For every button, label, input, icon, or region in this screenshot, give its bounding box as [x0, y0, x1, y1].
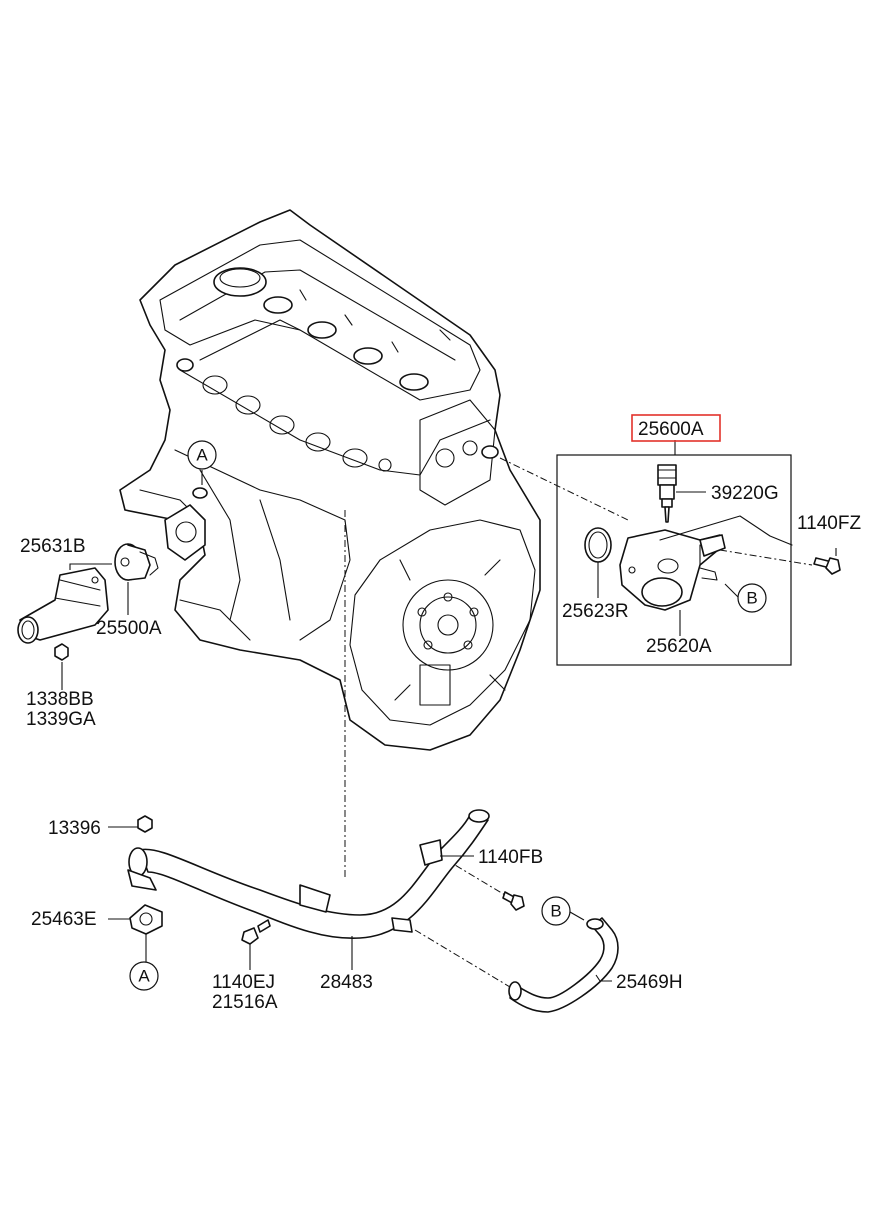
engine-assembly — [119, 209, 541, 751]
part-label-1339ga[interactable]: 1339GA — [26, 709, 96, 730]
hose-leader-line — [414, 929, 516, 991]
part-label-39220g[interactable]: 39220G — [711, 483, 779, 504]
ref-a-upper-circle — [187, 440, 217, 470]
part-label-25600a[interactable]: 25600A — [638, 419, 704, 440]
part-label-1140fb[interactable]: 1140FB — [478, 847, 543, 868]
nut-13396 — [137, 815, 153, 833]
part-label-1140fz[interactable]: 1140FZ — [797, 513, 861, 534]
part-label-25500a[interactable]: 25500A — [96, 618, 162, 639]
ref-b-upper-circle — [737, 583, 767, 613]
water-pipe-28483 — [127, 809, 490, 940]
hose-25469h — [508, 917, 619, 1013]
part-label-25631b[interactable]: 25631B — [20, 536, 86, 557]
bolt-leader-line — [719, 549, 813, 566]
bolt-1140ej — [241, 919, 271, 945]
water-inlet-fitting — [17, 567, 109, 644]
part-label-25620a[interactable]: 25620A — [646, 636, 712, 657]
part-label-28483[interactable]: 28483 — [320, 972, 373, 993]
ref-b-lower-label: B — [550, 902, 561, 921]
water-outlet-group-box — [556, 454, 792, 666]
part-label-25623r[interactable]: 25623R — [562, 601, 629, 622]
part-label-1338bb[interactable]: 1338BB — [26, 689, 94, 710]
highlight-box-25600a — [631, 414, 721, 442]
gasket-25463e — [129, 904, 163, 935]
nut-1338bb — [54, 643, 69, 661]
housing-leader-line — [499, 457, 629, 521]
temperature-sensor — [657, 464, 677, 523]
leader-b-upper — [724, 583, 739, 598]
thermostat — [114, 543, 159, 581]
leader-25469h — [595, 974, 612, 982]
leader-b-lower — [569, 911, 585, 921]
part-label-13396[interactable]: 13396 — [48, 818, 101, 839]
part-label-25469h[interactable]: 25469H — [616, 972, 683, 993]
leader-25631b — [69, 563, 112, 570]
ref-a-upper-label: A — [196, 446, 208, 465]
gasket-25623r — [584, 527, 612, 563]
bolt-1140fb — [502, 891, 525, 911]
part-label-25463e[interactable]: 25463E — [31, 909, 97, 930]
ref-b-upper-label: B — [746, 589, 757, 608]
ref-a-lower-label: A — [138, 967, 150, 986]
part-label-21516a[interactable]: 21516A — [212, 992, 278, 1013]
ref-a-lower-circle — [129, 961, 159, 991]
part-label-1140ej[interactable]: 1140EJ — [212, 972, 275, 993]
bolt-1140fz — [813, 557, 841, 575]
ref-b-lower-circle — [541, 896, 571, 926]
water-outlet-housing — [619, 515, 793, 611]
